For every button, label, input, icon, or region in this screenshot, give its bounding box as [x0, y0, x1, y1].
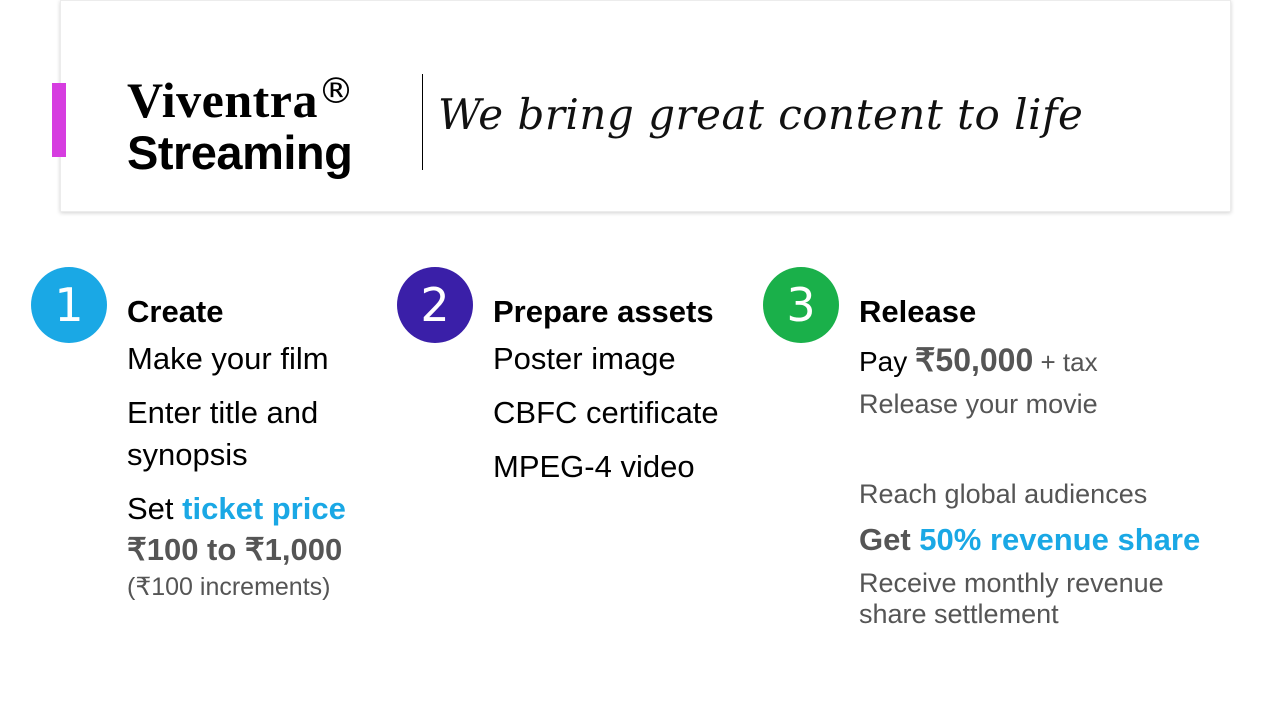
- revenue-share-line: Get 50% revenue share: [859, 522, 1201, 557]
- step-1-column: Create Make your film Enter title and sy…: [127, 292, 387, 604]
- tagline: We bring great content to life: [438, 90, 1084, 139]
- step-3-column: Release Pay ₹50,000 + tax Release your m…: [859, 292, 1239, 630]
- header-card: [60, 0, 1231, 212]
- registered-mark: ®: [318, 71, 355, 112]
- accent-bar: [52, 83, 66, 157]
- reach-text: Reach global audiences: [859, 479, 1148, 509]
- step-2-title: Prepare assets: [493, 294, 714, 329]
- step-2-item: CBFC certificate: [493, 395, 719, 430]
- header-divider: [422, 74, 423, 170]
- settlement-text: Receive monthly revenue share settlement: [859, 568, 1164, 629]
- step-1-number: 1: [31, 267, 107, 343]
- brand-name: Viventra: [127, 72, 318, 128]
- price-note: (₹100 increments): [127, 573, 331, 601]
- step-1-item: Enter title and synopsis: [127, 395, 319, 472]
- brand-subtitle: Streaming: [127, 126, 353, 179]
- step-2-item: MPEG-4 video: [493, 449, 695, 484]
- step-1-title: Create: [127, 294, 224, 329]
- step-1-item: Make your film: [127, 341, 329, 376]
- revenue-share-highlight: 50% revenue share: [919, 522, 1201, 557]
- step-2-column: Prepare assets Poster image CBFC certifi…: [493, 292, 763, 488]
- pay-line: Pay ₹50,000 + tax: [859, 342, 1098, 378]
- brand-logo: Viventra® Streaming: [127, 66, 355, 178]
- step-3-title: Release: [859, 294, 977, 329]
- step-2-number: 2: [397, 267, 473, 343]
- pay-amount: ₹50,000: [915, 342, 1034, 378]
- release-text: Release your movie: [859, 389, 1098, 419]
- price-range: ₹100 to ₹1,000: [127, 532, 343, 567]
- ticket-price-highlight: ticket price: [182, 491, 346, 526]
- ticket-price-line: Set ticket price: [127, 491, 346, 526]
- step-2-item: Poster image: [493, 341, 676, 376]
- step-3-number: 3: [763, 267, 839, 343]
